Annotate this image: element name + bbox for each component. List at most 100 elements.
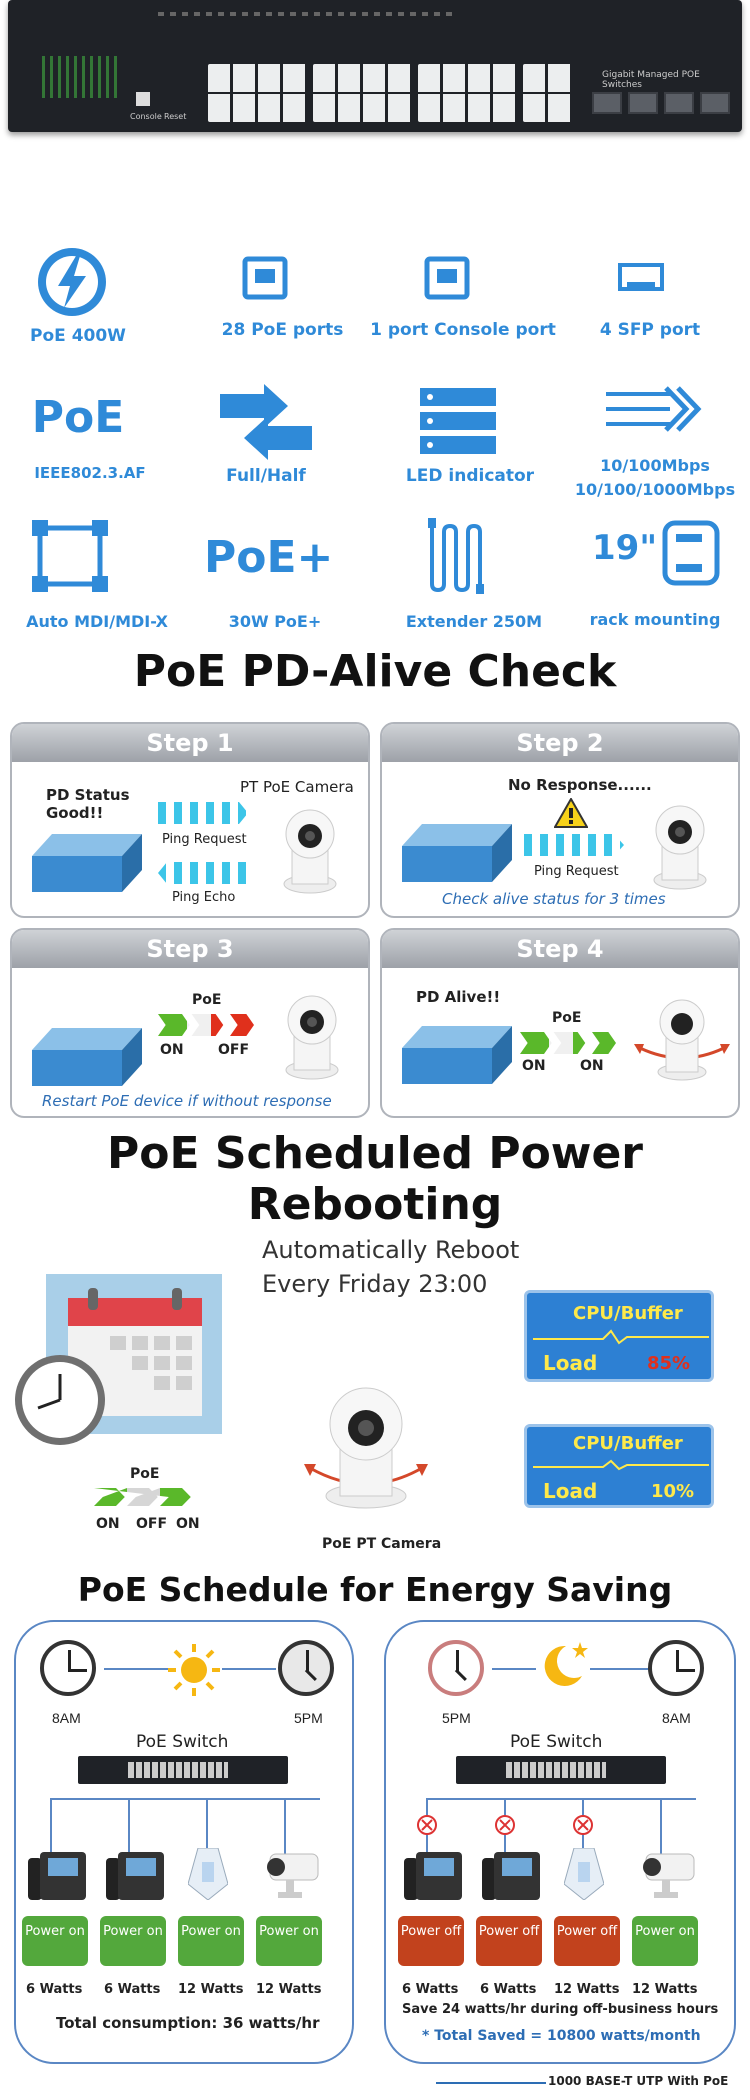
legend-line (436, 2082, 546, 2084)
camera-icon (285, 995, 339, 1080)
power-state-button: Power on (100, 1916, 166, 1966)
power-state-button: Power on (178, 1916, 244, 1966)
sfp-slot (664, 92, 694, 114)
step-header: Step 1 (12, 724, 368, 762)
reset-label: Reset (164, 112, 187, 121)
check-caption: Check alive status for 3 times (442, 890, 666, 908)
step-header: Step 2 (382, 724, 738, 762)
cpu-high-panel: CPU/Buffer Load 85% (524, 1290, 714, 1382)
step-header: Step 3 (12, 930, 368, 968)
cpu-low-panel: CPU/Buffer Load 10% (524, 1424, 714, 1508)
sfp-port-icon (617, 262, 665, 292)
poe-label: PoE (192, 992, 222, 1008)
power-state-button: Power off (398, 1916, 464, 1966)
step-4-card: Step 4 PD Alive!! PoE ON ON (380, 928, 740, 1118)
device-watts: 6 Watts (104, 1982, 161, 1997)
feature-label: Full/Half (226, 466, 306, 486)
switch-label: PoE Switch (136, 1732, 229, 1752)
reboot-poe-label: PoE (130, 1466, 160, 1482)
console-port (136, 92, 150, 106)
feature-label: PoE 400W (30, 326, 126, 346)
pd-alive-title: PoE PD-Alive Check (133, 646, 617, 697)
poe-cycle-chevrons (94, 1488, 191, 1506)
end-time: 5PM (294, 1710, 323, 1726)
start-time: 8AM (52, 1710, 81, 1726)
warning-icon (554, 798, 588, 828)
ping-request-label: Ping Request (534, 864, 619, 879)
lightning-icon (34, 244, 110, 320)
wall-clock-icon (15, 1355, 105, 1445)
power-state-button: Power off (554, 1916, 620, 1966)
poe-switch-icon (78, 1756, 288, 1784)
ping-request-arrow (524, 834, 624, 856)
device-watts: 12 Watts (256, 1982, 322, 1997)
switch-label: PoE Switch (510, 1732, 603, 1752)
poe-switch-icon (456, 1756, 666, 1784)
ping-echo-label: Ping Echo (172, 890, 236, 905)
console-port-icon (424, 256, 470, 300)
led-indicator-icon (418, 386, 498, 458)
sfp-slot (592, 92, 622, 114)
ping-echo-arrow (158, 862, 248, 884)
off-label: OFF (218, 1042, 250, 1058)
no-response-text: No Response...... (508, 776, 652, 794)
pd-status-text: PD Status Good!! (46, 786, 130, 822)
mdi-network-icon (30, 518, 110, 594)
device-watts: 6 Watts (402, 1982, 459, 1997)
clock-icon (428, 1640, 484, 1696)
cable-extender-icon (424, 518, 494, 594)
device-watts: 6 Watts (480, 1982, 537, 1997)
end-time: 8AM (662, 1710, 691, 1726)
power-state-button: Power on (256, 1916, 322, 1966)
clock-icon (648, 1640, 704, 1696)
bullet-camera-icon (267, 1853, 319, 1898)
on-label: ON (522, 1058, 546, 1074)
disconnect-icon (495, 1815, 515, 1835)
ip-phone-icon (404, 1852, 462, 1900)
clock-icon (40, 1640, 96, 1696)
poe-chevrons (520, 1032, 616, 1054)
vent-grille (158, 12, 458, 16)
power-state-button: Power on (22, 1916, 88, 1966)
poe-plus-text-icon: PoE+ (204, 532, 334, 583)
device-watts: 12 Watts (632, 1982, 698, 1997)
console-label: Console (130, 112, 162, 121)
load-value-high: 85% (647, 1353, 691, 1374)
feature-label-2: 10/100/1000Mbps (574, 480, 736, 499)
ip-phone-icon (482, 1852, 540, 1900)
load-label: Load (543, 1479, 598, 1503)
speed-arrows-icon (606, 386, 706, 432)
pt-camera-label: PoE PT Camera (322, 1536, 442, 1552)
switch-box-icon (402, 1026, 512, 1084)
restart-caption: Restart PoE device if without response (42, 1092, 332, 1110)
energy-title: PoE Schedule for Energy Saving (77, 1570, 673, 1609)
disconnect-icon (417, 1815, 437, 1835)
device-watts: 12 Watts (554, 1982, 620, 1997)
load-value-low: 10% (651, 1481, 695, 1502)
feature-label: 30W PoE+ (228, 612, 322, 631)
sun-icon (168, 1644, 220, 1696)
feature-label: 10/100Mbps (600, 456, 710, 475)
access-point-icon (188, 1848, 228, 1900)
pt-camera-icon (304, 1387, 428, 1509)
rack-mount-icon (662, 520, 720, 586)
start-time: 5PM (442, 1710, 471, 1726)
step-3-card: Step 3 PoE ON OFF Restart PoE device if … (10, 928, 370, 1118)
sfp-slot (700, 92, 730, 114)
switch-box-icon (402, 824, 512, 882)
rack-mount-icon-text: 19" (592, 528, 658, 568)
load-label: Load (543, 1351, 598, 1375)
device-watts: 12 Watts (178, 1982, 244, 1997)
ip-phone-icon (28, 1852, 86, 1900)
access-point-icon (564, 1848, 604, 1900)
feature-label: IEEE802.3.AF (34, 464, 146, 482)
clock-icon (278, 1640, 334, 1696)
feature-label: Extender 250M (405, 612, 543, 631)
poe-chevrons (158, 1014, 254, 1036)
ethernet-port-icon (242, 256, 288, 300)
feature-label: rack mounting (589, 610, 721, 629)
camera-icon (653, 805, 707, 890)
camera-icon (283, 809, 337, 894)
cpu-title: CPU/Buffer (573, 1303, 683, 1324)
feature-label: 1 port Console port (370, 320, 556, 340)
